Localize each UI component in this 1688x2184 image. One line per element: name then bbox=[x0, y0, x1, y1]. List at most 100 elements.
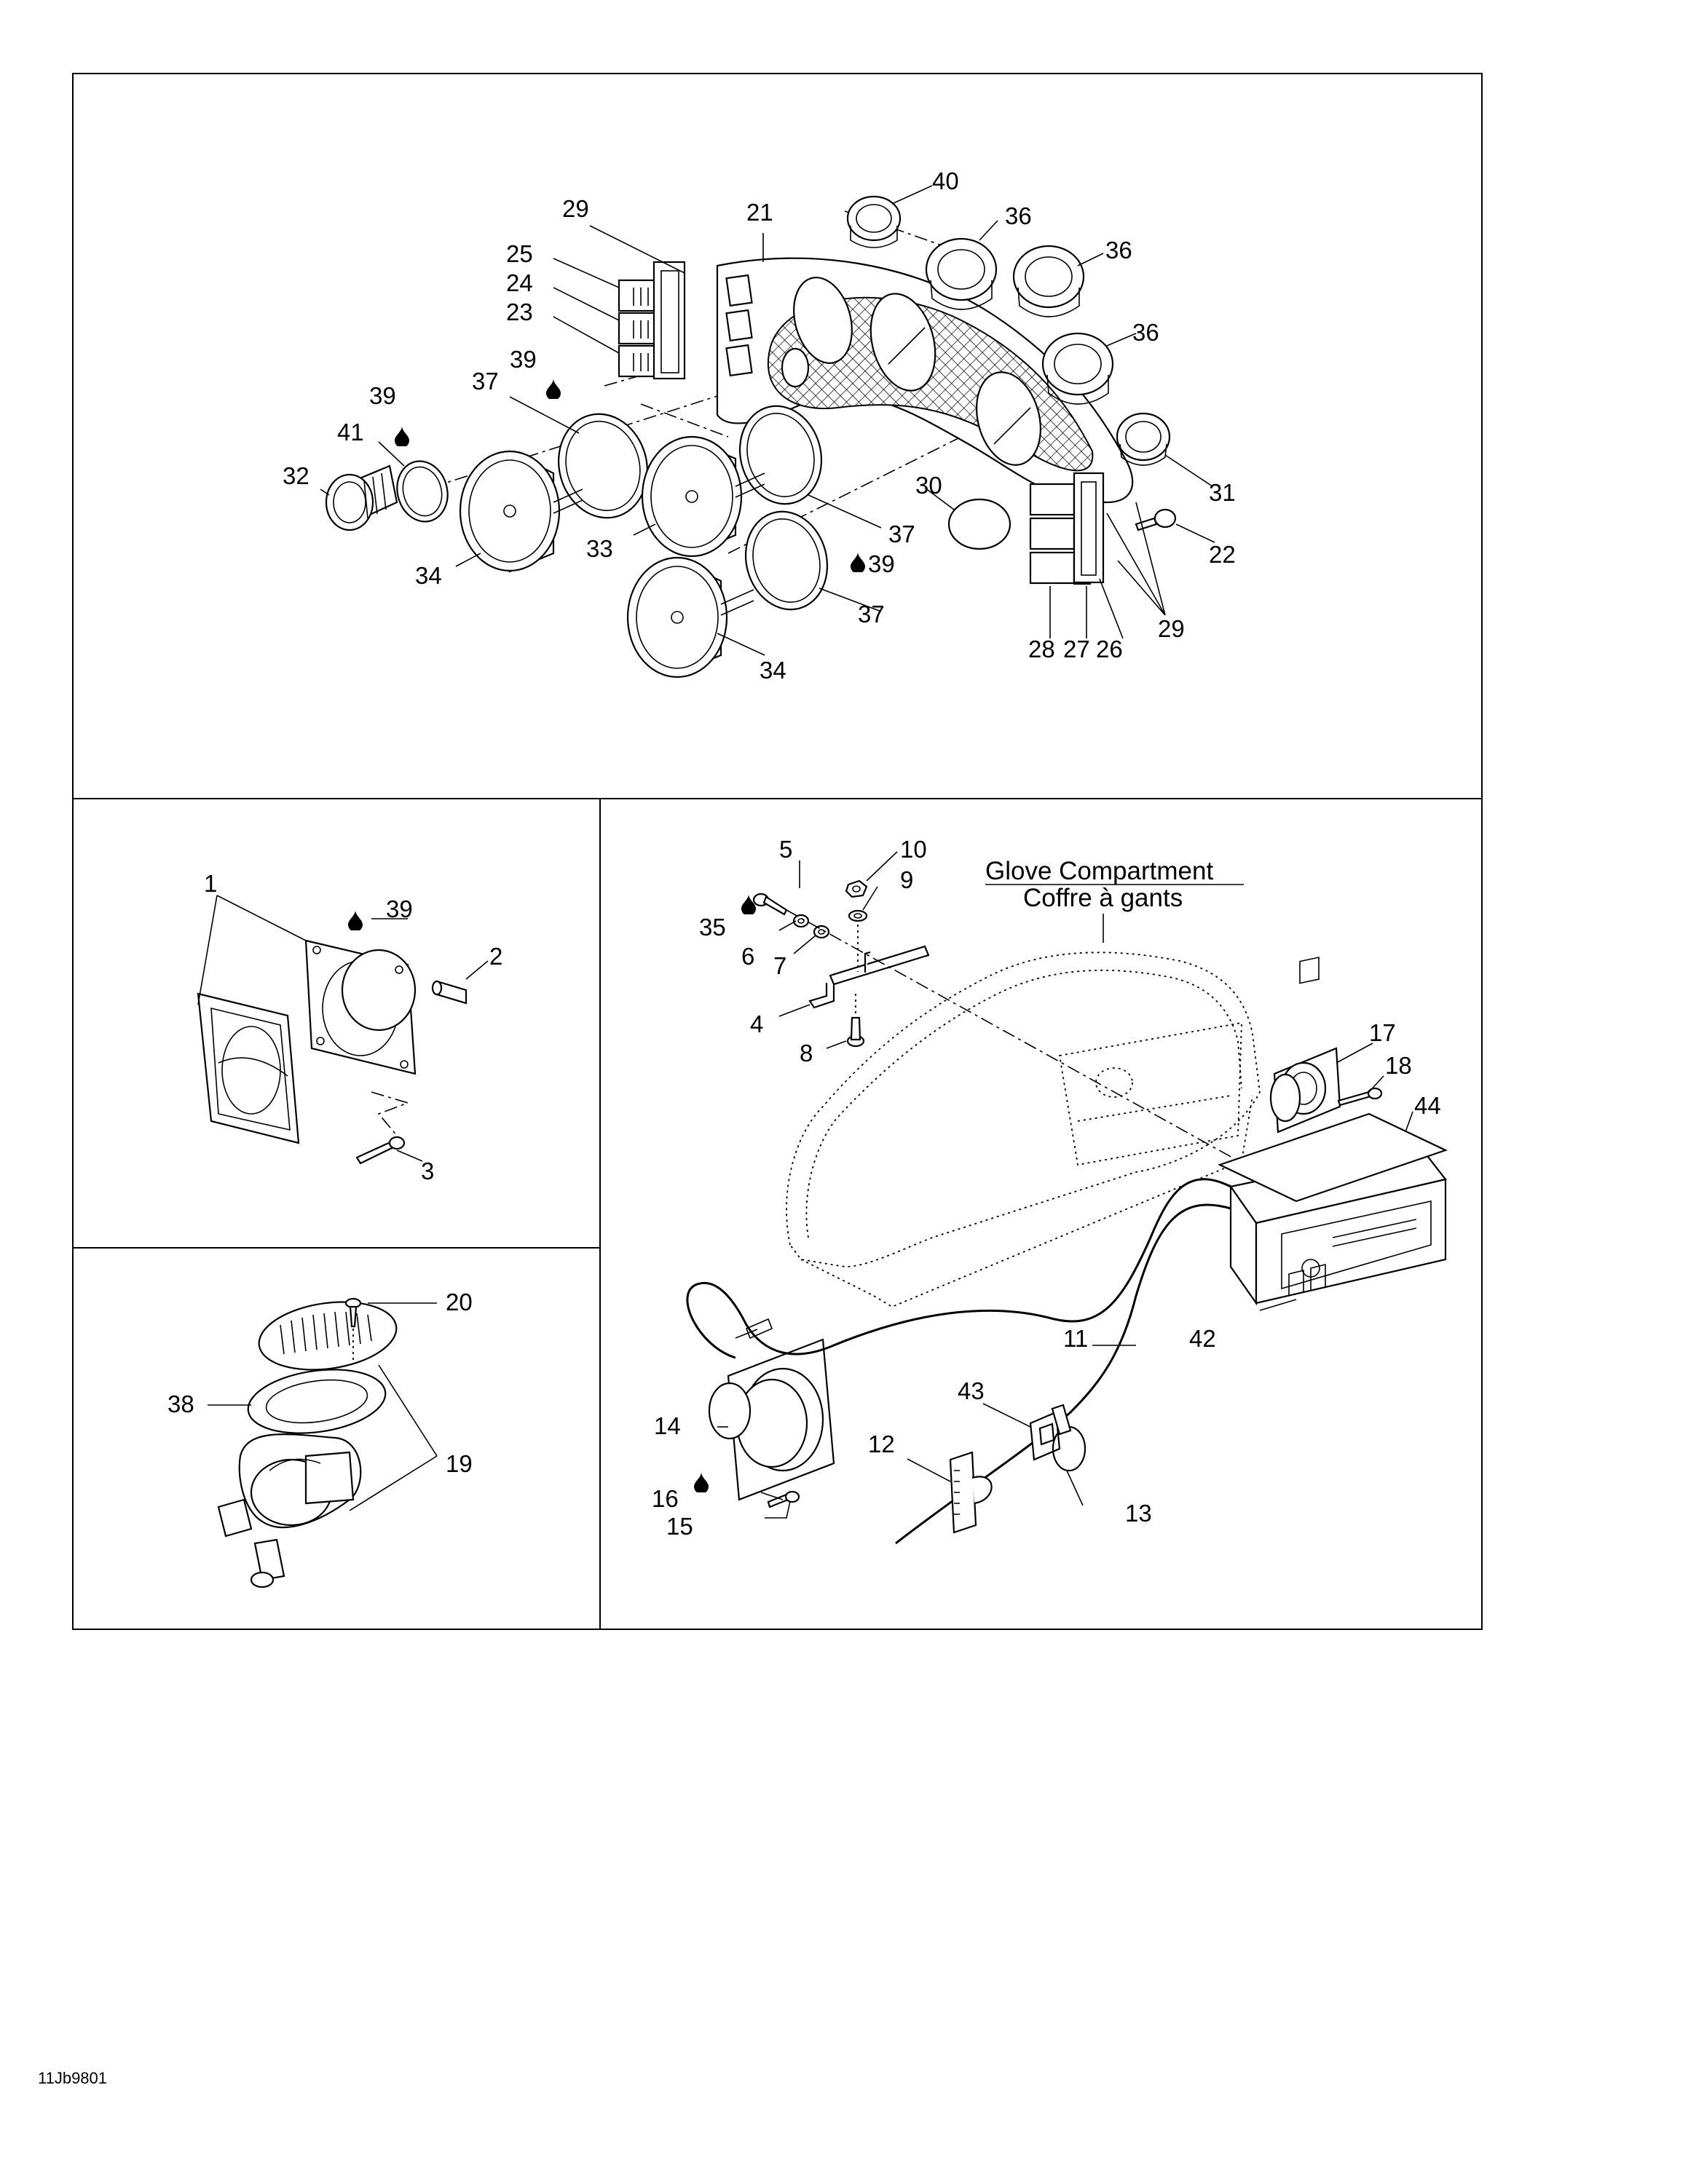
callout-21: 21 bbox=[746, 199, 773, 226]
callout-32: 32 bbox=[283, 462, 309, 489]
washer-6 bbox=[792, 914, 810, 928]
horn-screw bbox=[344, 1297, 362, 1328]
gasket-ring-37a bbox=[558, 413, 648, 519]
callout-11: 11 bbox=[1063, 1325, 1088, 1352]
horn-grille bbox=[258, 1301, 398, 1371]
stereo-cover bbox=[1218, 1112, 1448, 1203]
callout-44: 44 bbox=[1414, 1092, 1441, 1119]
callout-37c: 37 bbox=[858, 601, 885, 628]
leader-lines-top bbox=[320, 185, 1215, 656]
gauge-33-center bbox=[641, 435, 765, 558]
glove-compartment-title: Glove Compartment bbox=[985, 857, 1213, 885]
switch-stack-left bbox=[618, 261, 686, 380]
washer-9 bbox=[848, 909, 868, 922]
callout-5: 5 bbox=[779, 836, 792, 863]
dash-panel bbox=[716, 257, 1134, 504]
glove-compartment-section: Glove Compartment Coffre à gants bbox=[652, 836, 1448, 1545]
callout-4: 4 bbox=[750, 1010, 763, 1037]
callout-14: 14 bbox=[654, 1412, 681, 1439]
callout-23: 23 bbox=[506, 298, 533, 325]
vent-screw bbox=[355, 1136, 406, 1165]
callout-18: 18 bbox=[1385, 1052, 1412, 1079]
logo-badge bbox=[947, 498, 1011, 550]
speaker bbox=[708, 1338, 835, 1501]
callout-15: 15 bbox=[666, 1513, 693, 1540]
gasket-ring-37b bbox=[738, 405, 823, 505]
callout-16: 16 bbox=[652, 1485, 679, 1512]
gauge-34-lower bbox=[626, 556, 754, 678]
callout-43: 43 bbox=[958, 1377, 985, 1404]
callout-9: 9 bbox=[900, 866, 913, 893]
hour-meter-32 bbox=[325, 464, 398, 531]
callout-34b: 34 bbox=[760, 657, 786, 684]
bolt-5 bbox=[752, 893, 788, 916]
callout-37a: 37 bbox=[472, 368, 499, 395]
instrument-panel-section: 29 21 40 36 36 36 25 24 23 39 37 39 41 3… bbox=[283, 167, 1236, 684]
glove-compartment-title-fr: Coffre à gants bbox=[1023, 884, 1183, 912]
callout-36b: 36 bbox=[1105, 237, 1132, 264]
callout-39c: 39 bbox=[868, 550, 895, 577]
speaker-screw bbox=[767, 1490, 800, 1508]
callout-37b: 37 bbox=[888, 521, 915, 547]
callout-38: 38 bbox=[167, 1390, 194, 1417]
gauge-nut-31 bbox=[1116, 412, 1171, 466]
callout-39d: 39 bbox=[386, 895, 413, 922]
bolt-8 bbox=[846, 1016, 865, 1048]
gauge-nut-36c bbox=[1041, 332, 1114, 405]
vent-pin bbox=[431, 980, 468, 1005]
gauge-nut-40 bbox=[846, 195, 902, 248]
callout-40: 40 bbox=[932, 167, 959, 194]
callout-19: 19 bbox=[446, 1450, 473, 1477]
reference-code: 11Jb9801 bbox=[38, 2069, 107, 2087]
callout-34a: 34 bbox=[415, 562, 442, 589]
lube-drop-icon bbox=[694, 1472, 709, 1492]
callout-28: 28 bbox=[1028, 636, 1055, 662]
callout-39a: 39 bbox=[510, 346, 537, 373]
callout-31: 31 bbox=[1209, 479, 1236, 506]
callout-12: 12 bbox=[868, 1431, 895, 1457]
callout-1: 1 bbox=[204, 870, 217, 897]
callout-3: 3 bbox=[421, 1158, 434, 1184]
callout-6: 6 bbox=[741, 943, 754, 970]
callout-29b: 29 bbox=[1158, 615, 1185, 642]
callout-27: 27 bbox=[1063, 636, 1090, 662]
gauge-nut-36b bbox=[1012, 245, 1085, 317]
nut-10 bbox=[845, 879, 868, 898]
callout-41: 41 bbox=[337, 419, 364, 446]
callout-36a: 36 bbox=[1005, 202, 1032, 229]
callout-30: 30 bbox=[915, 472, 942, 499]
power-receptacle bbox=[1269, 1047, 1341, 1133]
lube-drop-icon bbox=[348, 910, 363, 930]
callout-22: 22 bbox=[1209, 541, 1236, 568]
glove-compartment-outline bbox=[786, 951, 1261, 1308]
bracket bbox=[808, 945, 930, 1009]
callout-42: 42 bbox=[1189, 1325, 1216, 1352]
callout-29a: 29 bbox=[562, 195, 589, 222]
lube-drop-icon bbox=[546, 379, 561, 399]
horn-body bbox=[217, 1433, 362, 1588]
lube-drop-icon bbox=[851, 552, 865, 572]
switch-stack-right bbox=[1029, 472, 1105, 585]
gauge-34-left bbox=[459, 450, 583, 573]
callout-2: 2 bbox=[489, 943, 502, 970]
vent-section: 1 39 2 3 bbox=[197, 870, 502, 1184]
callout-26: 26 bbox=[1096, 636, 1123, 662]
callout-39b: 39 bbox=[369, 382, 396, 409]
callout-36c: 36 bbox=[1132, 319, 1159, 346]
callout-10: 10 bbox=[900, 836, 927, 863]
horn-gasket bbox=[247, 1369, 387, 1434]
gasket-ring-37c bbox=[744, 510, 829, 611]
washer-7 bbox=[813, 925, 830, 939]
callout-33: 33 bbox=[586, 535, 613, 562]
diagram-frames bbox=[72, 73, 1483, 1630]
gasket-ring-41 bbox=[396, 460, 449, 523]
callout-13: 13 bbox=[1125, 1500, 1152, 1527]
tie-mount bbox=[1029, 1404, 1086, 1472]
callout-25: 25 bbox=[506, 240, 533, 267]
callout-20: 20 bbox=[446, 1289, 473, 1315]
callout-24: 24 bbox=[506, 269, 533, 296]
callout-7: 7 bbox=[773, 952, 786, 979]
lube-drop-icon bbox=[395, 426, 409, 446]
screw-18 bbox=[1337, 1087, 1383, 1107]
gauge-nut-36a bbox=[925, 237, 998, 310]
